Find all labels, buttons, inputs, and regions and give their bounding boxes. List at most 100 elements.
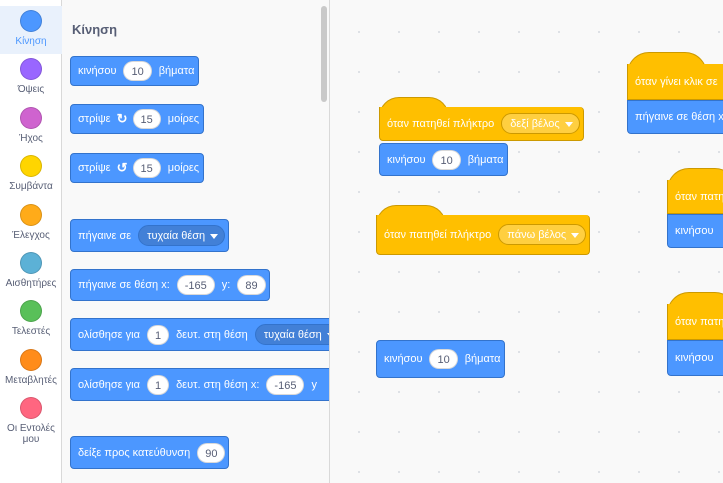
category-operators[interactable]: Τελεστές [0,296,62,344]
degrees-input[interactable]: 15 [132,109,161,129]
move-steps-block[interactable]: κινήσου 10 βήματα [379,143,509,176]
x-input[interactable]: -165 [266,374,305,395]
block-text: κινήσου [78,65,117,77]
chevron-down-icon [571,232,580,238]
block-text: δευτ. στη θέση [176,328,248,341]
block-text: y: [221,279,231,291]
block-text: ολίσθησε για [78,378,140,391]
x-input[interactable]: -165 [176,275,215,295]
my-blocks-category-icon [20,397,42,419]
category-motion[interactable]: Κίνηση [0,6,62,54]
seconds-input[interactable]: 1 [146,374,170,395]
events-category-icon [20,155,42,177]
block-text: στρίψε [78,162,111,174]
block-text: βήματα [464,353,501,365]
degrees-input[interactable]: 15 [132,158,161,178]
category-label: Τελεστές [11,326,51,337]
turn-right-block[interactable]: στρίψε ↻ 15 μοίρες [70,104,205,134]
chevron-down-icon [564,121,573,127]
turn-left-block[interactable]: στρίψε ↺ 15 μοίρες [70,153,205,183]
point-in-direction-block[interactable]: δείξε προς κατεύθυνση 90 [70,436,230,469]
go-to-block[interactable]: πήγαινε σε τυχαία θέση [70,219,230,252]
block-text: ολίσθησε για [78,328,140,341]
category-sensing[interactable]: Αισθητήρες [0,248,62,296]
key-dropdown[interactable]: δεξί βέλος [501,113,580,134]
looks-category-icon [20,58,42,80]
block-text: πήγαινε σε θέση x: [78,279,170,291]
category-label: Έλεγχος [12,230,50,241]
block-text: δείξε προς κατεύθυνση [78,446,191,459]
block-palette: Κίνηση κινήσου 10 βήματα στρίψε ↻ 15 μοί… [62,0,330,483]
sound-category-icon [20,107,42,129]
block-text: πήγαινε σε θέση x [635,111,723,123]
block-text: δευτ. στη θέση x: [176,378,260,391]
category-label: Αισθητήρες [5,278,57,289]
category-menu: Κίνηση Όψεις Ήχος Συμβάντα Έλεγχος Αισθη… [0,0,62,483]
steps-input[interactable]: 10 [123,61,152,81]
block-text: y [311,378,317,391]
chevron-down-icon [210,233,219,239]
block-text: κινήσου [387,153,426,166]
block-text: μοίρες [167,162,200,174]
block-text: όταν πατη [675,190,723,203]
block-text: κινήσου [384,353,423,365]
block-text: όταν πατηθεί πλήκτρο [384,228,492,241]
chevron-down-icon [326,332,329,338]
category-sound[interactable]: Ήχος [0,103,62,151]
dropdown-value: δεξί βέλος [510,118,560,130]
rotate-clockwise-icon: ↻ [116,111,128,126]
y-input[interactable]: 89 [237,275,266,295]
block-text: κινήσου [675,352,714,364]
control-category-icon [20,204,42,226]
sensing-category-icon [20,252,42,274]
category-events[interactable]: Συμβάντα [0,151,62,199]
category-control[interactable]: Έλεγχος [0,200,62,248]
move-steps-block[interactable]: κινήσου [667,340,723,376]
steps-input[interactable]: 10 [429,349,458,369]
key-dropdown[interactable]: πάνω βέλος [498,224,587,245]
block-text: βήματα [467,153,504,166]
when-key-pressed-block[interactable]: όταν πατηθεί πλήκτρο δεξί βέλος [379,107,584,141]
block-text: όταν πατη [675,315,723,328]
go-to-xy-block[interactable]: πήγαινε σε θέση x [627,100,723,134]
category-label: Οι Εντολές μου [7,423,55,445]
goto-target-dropdown[interactable]: τυχαία θέση [138,225,226,246]
block-text: μοίρες [167,113,200,125]
category-label: Συμβάντα [9,181,53,192]
when-key-pressed-block[interactable]: όταν πατη [667,180,723,214]
when-sprite-clicked-block[interactable]: όταν γίνει κλικ σε [627,64,723,100]
category-my-blocks[interactable]: Οι Εντολές μου [0,393,62,453]
block-text: βήματα [158,65,195,77]
glide-to-xy-block[interactable]: ολίσθησε για 1 δευτ. στη θέση x: -165 y [70,368,329,401]
operators-category-icon [20,300,42,322]
glide-to-block[interactable]: ολίσθησε για 1 δευτ. στη θέση τυχαία θέσ… [70,318,329,351]
when-key-pressed-block[interactable]: όταν πατη [667,304,723,340]
rotate-counterclockwise-icon: ↺ [116,160,128,175]
block-text: πήγαινε σε [78,229,132,242]
move-steps-block[interactable]: κινήσου 10 βήματα [70,56,200,86]
block-text: όταν πατηθεί πλήκτρο [387,117,495,130]
seconds-input[interactable]: 1 [146,324,170,345]
palette-scrollbar[interactable] [321,6,327,102]
block-text: όταν γίνει κλικ σε [635,75,718,88]
category-looks[interactable]: Όψεις [0,54,62,102]
category-label: Μεταβλητές [5,375,57,386]
dropdown-value: τυχαία θέση [147,230,206,242]
dropdown-value: πάνω βέλος [507,229,567,241]
direction-input[interactable]: 90 [197,442,226,463]
when-key-pressed-block[interactable]: όταν πατηθεί πλήκτρο πάνω βέλος [376,215,591,255]
steps-input[interactable]: 10 [432,149,461,170]
move-steps-block[interactable]: κινήσου [667,214,723,248]
dropdown-value: τυχαία θέση [263,329,322,341]
motion-category-icon [20,10,42,32]
category-label: Όψεις [17,84,45,95]
glide-target-dropdown[interactable]: τυχαία θέση [254,324,329,345]
go-to-xy-block[interactable]: πήγαινε σε θέση x: -165 y: 89 [70,269,270,301]
variables-category-icon [20,349,42,371]
category-variables[interactable]: Μεταβλητές [0,345,62,393]
palette-title: Κίνηση [72,22,118,37]
block-text: κινήσου [675,225,714,237]
move-steps-block[interactable]: κινήσου 10 βήματα [376,340,506,378]
script-workspace[interactable]: όταν πατηθεί πλήκτρο δεξί βέλος κινήσου … [331,0,723,483]
